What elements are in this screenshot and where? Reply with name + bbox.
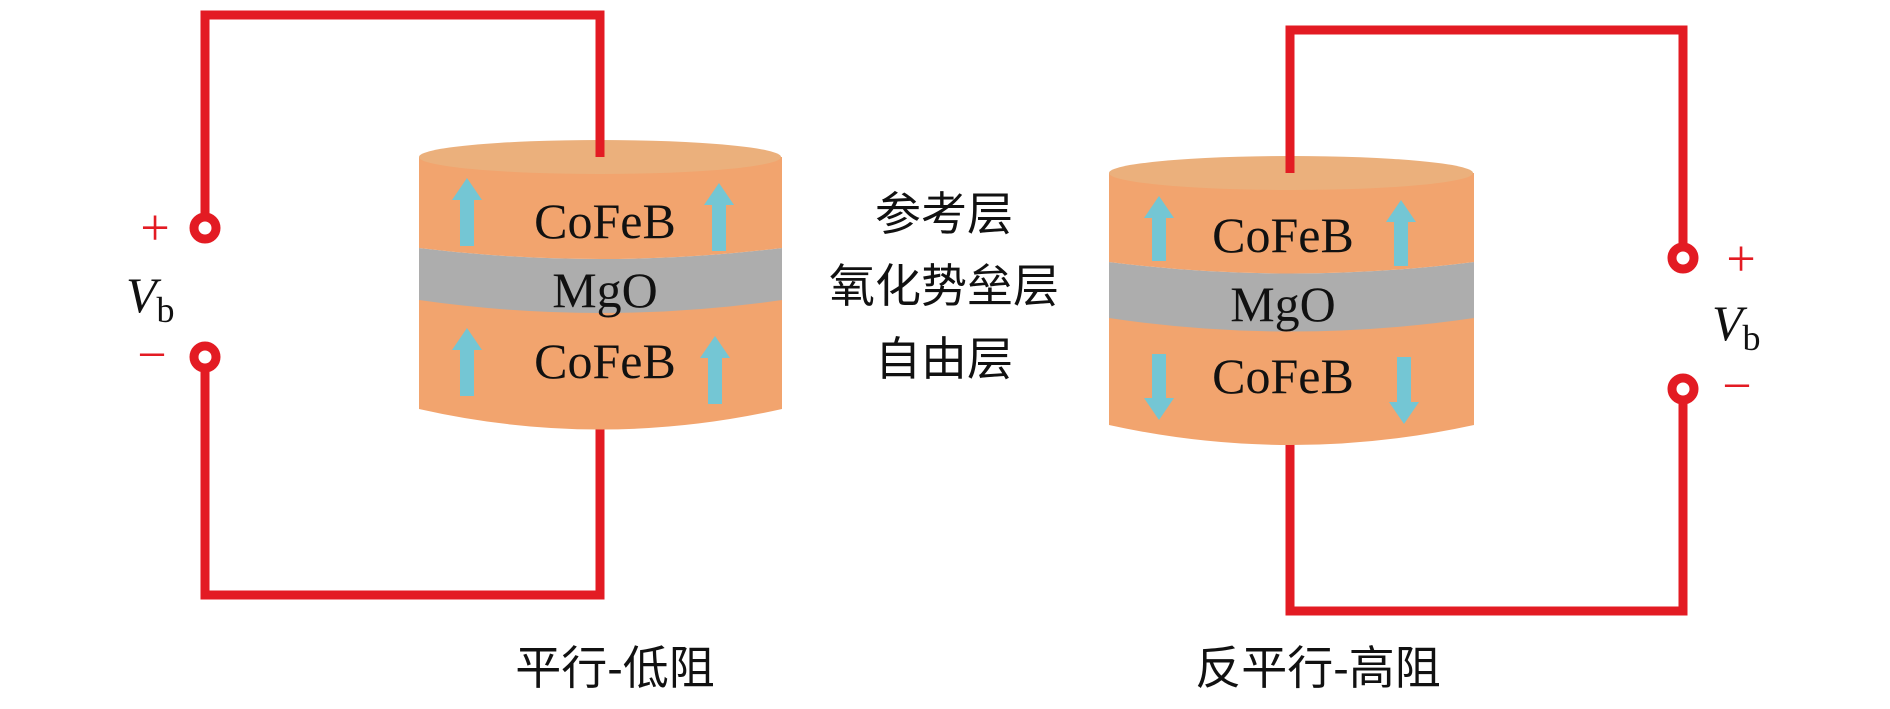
- right-plus-sign: +: [1726, 231, 1755, 288]
- right-minus-sign: −: [1722, 358, 1751, 415]
- left-top-layer-label: CoFeB: [534, 193, 676, 249]
- left-voltage-label: Vb: [126, 267, 175, 330]
- right-wire-bottom: [1285, 399, 1688, 616]
- left-top-cofeb: [419, 157, 782, 259]
- left-circuit: CoFeB MgO CoFeB + − Vb 平行-低阻: [126, 10, 782, 695]
- left-wire-top: [200, 10, 605, 218]
- arrow-up-icon: [452, 328, 482, 396]
- left-wire-bottom: [200, 367, 605, 600]
- arrow-up-icon: [700, 336, 730, 404]
- left-mtj-cylinder: CoFeB MgO CoFeB: [419, 140, 782, 430]
- free-layer-label: 自由层: [875, 332, 1013, 386]
- right-top-layer-label: CoFeB: [1212, 207, 1354, 263]
- right-wire-top: [1285, 25, 1688, 248]
- right-barrier-label: MgO: [1230, 276, 1336, 332]
- right-voltage-label: Vb: [1712, 295, 1761, 358]
- right-bottom-cofeb: [1109, 318, 1474, 445]
- right-minus-terminal: [1667, 373, 1699, 405]
- arrow-up-icon: [1144, 196, 1174, 261]
- arrow-down-icon: [1144, 354, 1174, 420]
- right-top-cofeb: [1109, 173, 1474, 274]
- left-plus-terminal: [189, 212, 221, 244]
- left-plus-sign: +: [140, 200, 169, 257]
- left-caption: 平行-低阻: [515, 641, 715, 695]
- right-bottom-layer-label: CoFeB: [1212, 348, 1354, 404]
- arrow-down-icon: [1389, 357, 1419, 424]
- arrow-up-icon: [704, 183, 734, 251]
- right-plus-terminal: [1667, 242, 1699, 274]
- left-minus-sign: −: [137, 327, 166, 384]
- reference-layer-label: 参考层: [875, 187, 1013, 241]
- left-barrier-label: MgO: [552, 262, 658, 318]
- right-caption: 反平行-高阻: [1195, 641, 1441, 695]
- right-circuit: CoFeB MgO CoFeB + − Vb 反平行-高阻: [1109, 25, 1761, 695]
- left-minus-terminal: [189, 341, 221, 373]
- left-mgo-layer: [419, 248, 782, 313]
- left-bottom-cofeb: [419, 300, 782, 430]
- arrow-up-icon: [452, 178, 482, 246]
- right-mtj-cylinder: CoFeB MgO CoFeB: [1109, 150, 1474, 445]
- layer-legend: 参考层 氧化势垒层 自由层: [829, 187, 1059, 386]
- arrow-up-icon: [1386, 200, 1416, 266]
- right-mgo-layer: [1109, 262, 1474, 332]
- barrier-layer-label: 氧化势垒层: [829, 259, 1059, 313]
- left-bottom-layer-label: CoFeB: [534, 333, 676, 389]
